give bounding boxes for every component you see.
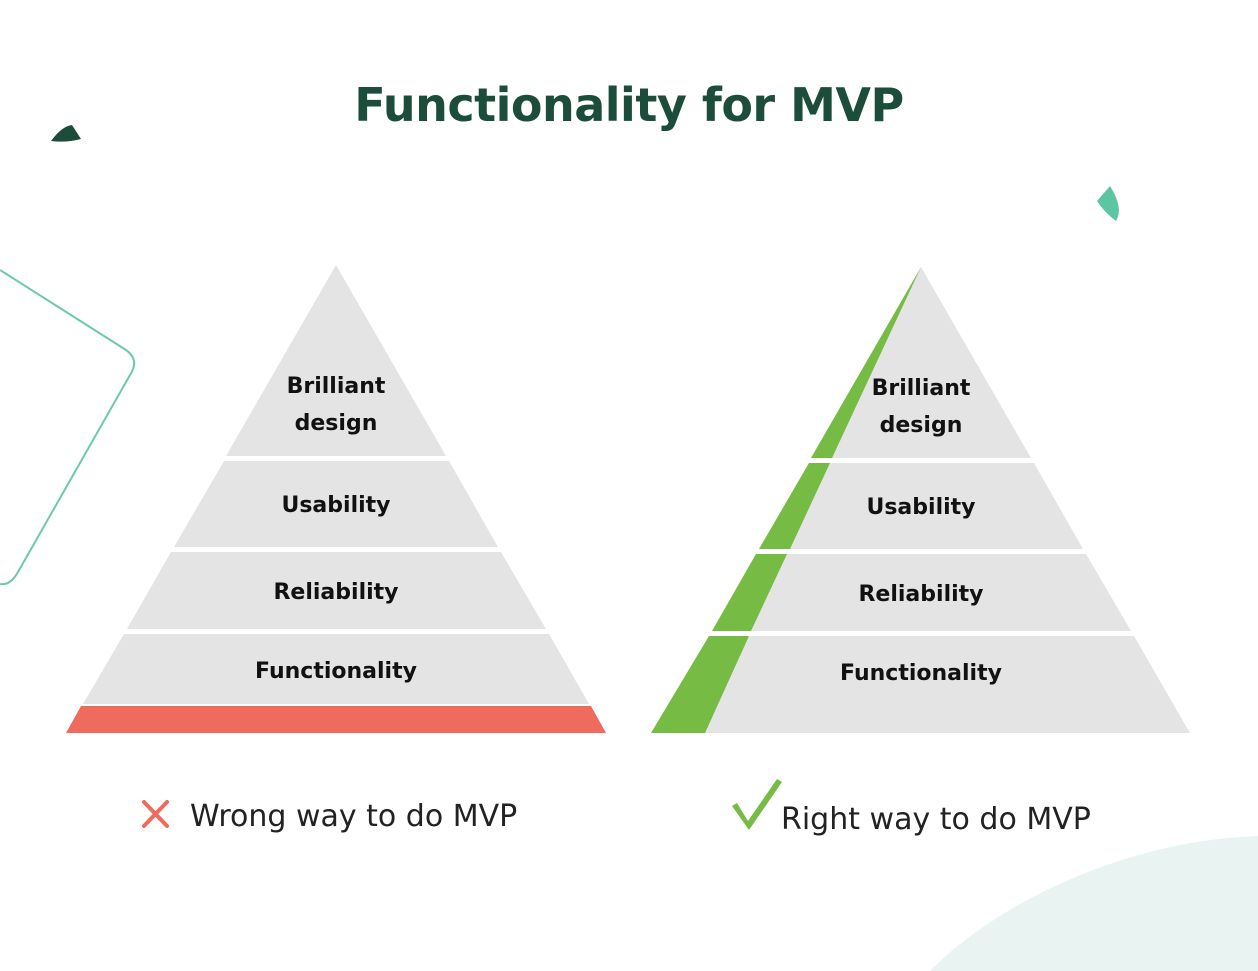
wrong-tier-label: Usability (281, 493, 390, 518)
right-tier-reliability (712, 554, 1131, 631)
wrong-missing-base-bar (66, 706, 606, 733)
wrong-tier-functionality (83, 634, 589, 704)
wrong-tier-label: Reliability (273, 580, 398, 605)
wrong-tier-label: Functionality (255, 659, 417, 684)
right-tier-functionality (651, 636, 1190, 733)
right-caption: Right way to do MVP (732, 779, 1091, 837)
right-slice-reliability (712, 554, 787, 631)
decor-dark-leaf (51, 125, 81, 142)
right-tier-label: Usability (866, 495, 975, 520)
right-slice-functionality (651, 636, 749, 733)
wrong-pyramid: Brilliant design Usability Reliability F… (66, 265, 606, 733)
page-title: Functionality for MVP (354, 78, 904, 132)
right-tier-label: Reliability (858, 582, 983, 607)
right-tier-brilliant-design (811, 267, 1031, 458)
decor-outline-shape (0, 269, 136, 586)
wrong-caption-text: Wrong way to do MVP (190, 799, 517, 834)
right-pyramid: Brilliant design Usability Reliability F… (651, 267, 1190, 733)
right-slice-brilliant-design (811, 267, 921, 458)
wrong-caption: Wrong way to do MVP (142, 799, 517, 834)
right-tier-label: Brilliant (872, 376, 971, 401)
right-caption-text: Right way to do MVP (781, 802, 1091, 837)
decor-blob (930, 836, 1258, 971)
right-tier-usability (759, 463, 1083, 549)
cross-icon (142, 800, 169, 828)
wrong-tier-label: Brilliant (287, 374, 386, 399)
checkmark-icon (732, 779, 782, 830)
wrong-tier-brilliant-design (226, 265, 446, 456)
wrong-tier-reliability (127, 552, 546, 629)
right-slice-usability (759, 463, 830, 549)
wrong-tier-label: design (295, 411, 378, 436)
right-tier-label: Functionality (840, 661, 1002, 686)
decor-teal-leaf (1097, 186, 1119, 221)
right-tier-label: design (880, 413, 963, 438)
wrong-tier-usability (174, 461, 498, 547)
